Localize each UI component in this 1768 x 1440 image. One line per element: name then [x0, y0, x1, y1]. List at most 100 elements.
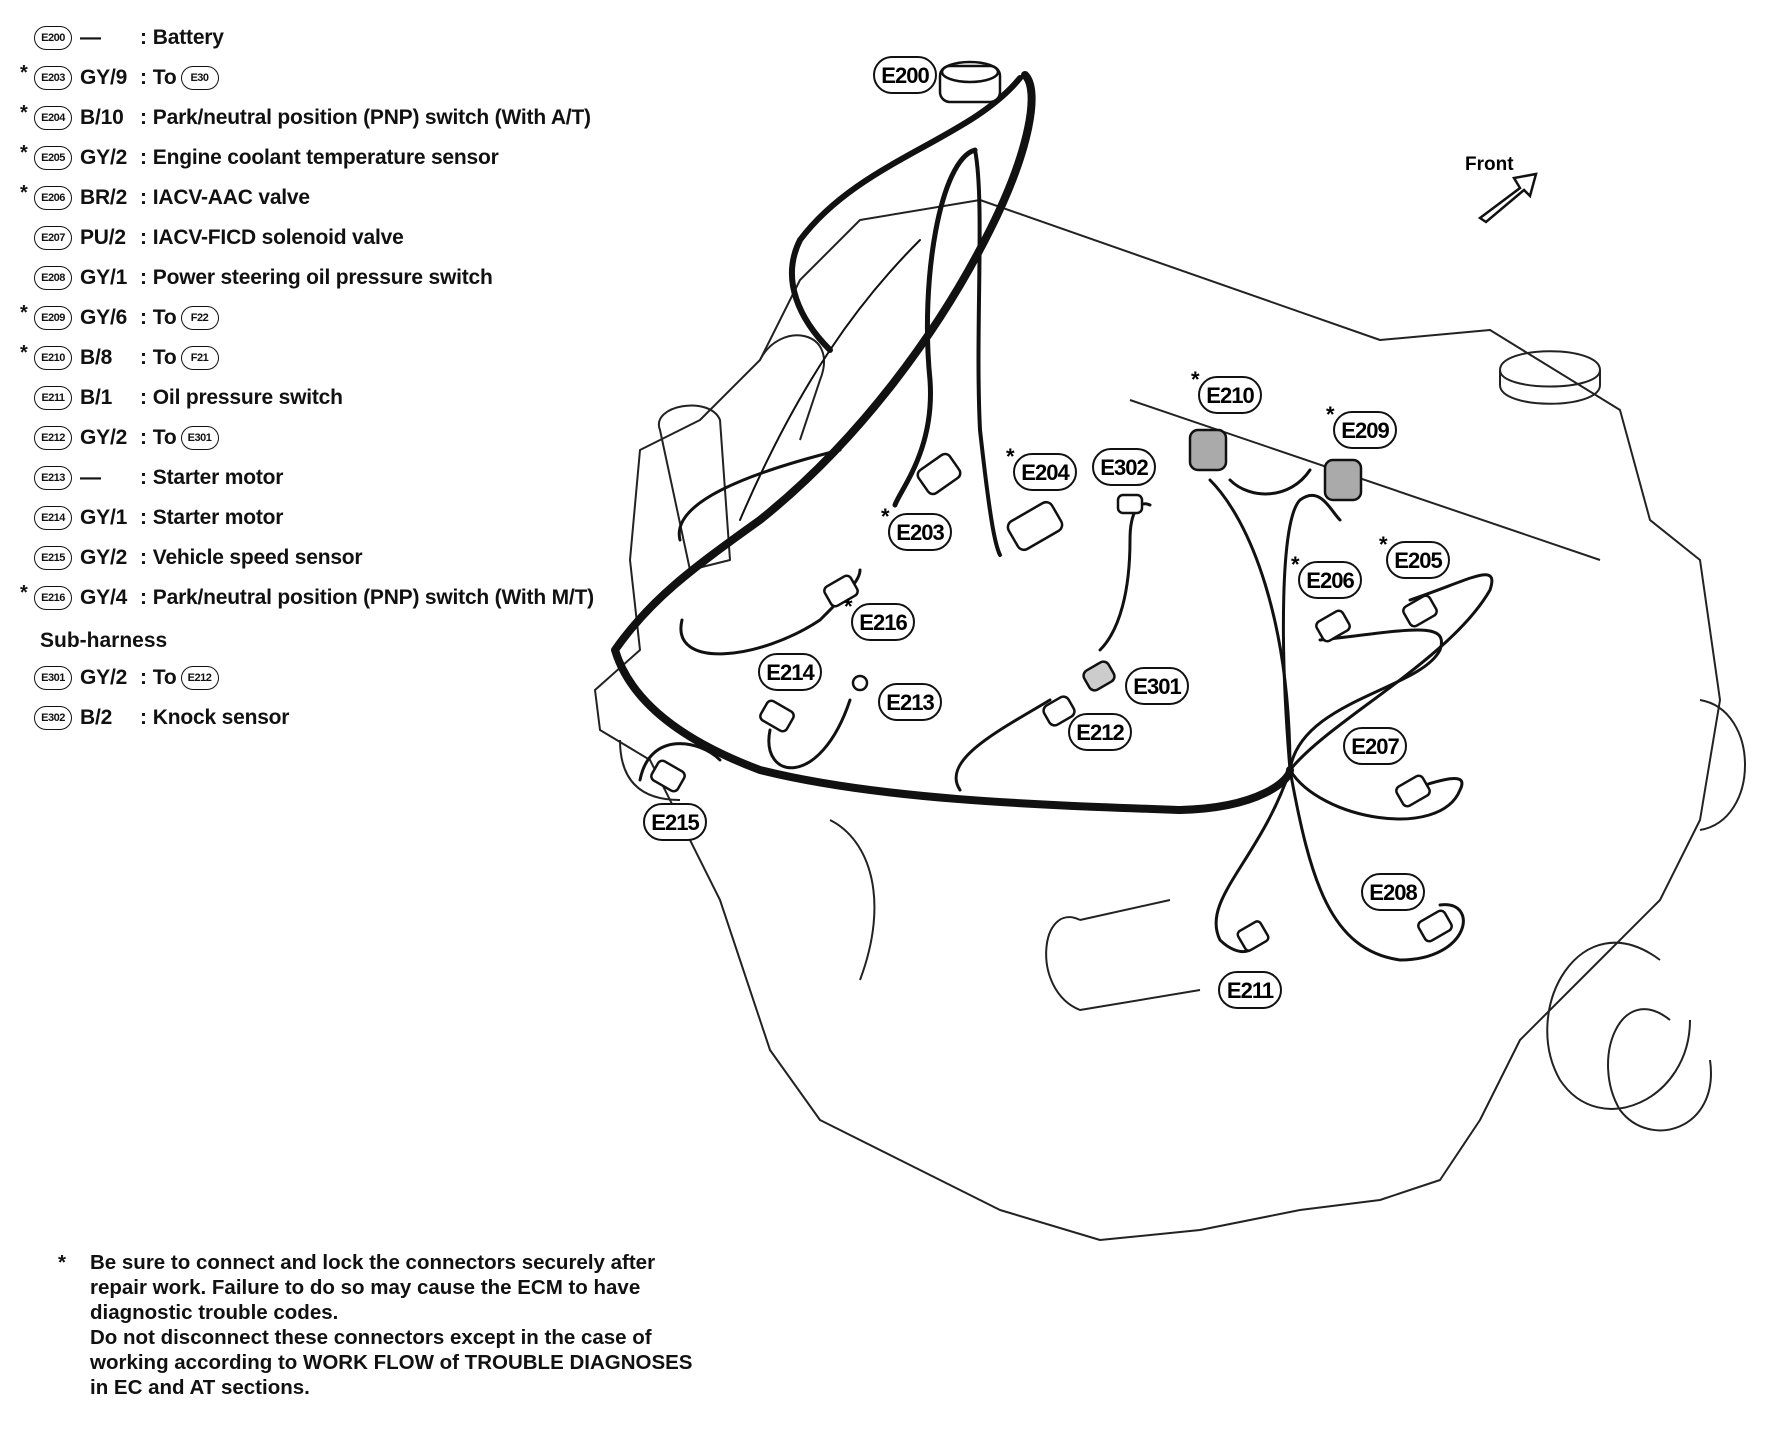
diagram-connector-label: E212	[1068, 713, 1132, 751]
legend-description: Starter motor	[152, 466, 284, 489]
wire-code: GY/6	[80, 306, 128, 329]
legend-description: Vehicle speed sensor	[152, 546, 363, 569]
wire-code: B/2	[80, 706, 113, 729]
connector-id: E209	[1341, 418, 1389, 443]
legend-description: To	[152, 666, 177, 689]
wire-code: B/8	[80, 346, 113, 369]
required-asterisk: *	[20, 142, 28, 164]
legend-description: IACV-FICD solenoid valve	[152, 226, 404, 249]
connector-e211-shape	[1236, 920, 1270, 952]
connector-tag: E211	[34, 386, 72, 410]
wire-code: GY/2	[80, 666, 128, 689]
diagram-connector-label: E203*	[881, 504, 952, 551]
connector-e208-shape	[1417, 909, 1453, 943]
separator-colon: :	[140, 386, 147, 409]
required-asterisk: *	[1191, 367, 1200, 392]
connector-tag: E208	[34, 266, 72, 290]
connector-e213-ring	[851, 674, 869, 692]
required-asterisk: *	[20, 342, 28, 364]
legend-row: E213—:Starter motor	[20, 458, 660, 498]
separator-colon: :	[140, 426, 147, 449]
label-pill	[1333, 411, 1397, 449]
connector-tag: E214	[34, 506, 72, 530]
diagram-connector-label: E205*	[1379, 532, 1450, 579]
separator-colon: :	[140, 546, 147, 569]
ref-connector-tag: E30	[180, 66, 219, 90]
connector-tag: E200	[34, 26, 72, 50]
required-asterisk: *	[881, 504, 890, 529]
connector-tag: E206	[34, 186, 72, 210]
legend-description: Park/neutral position (PNP) switch (With…	[152, 106, 591, 129]
label-pill	[878, 683, 942, 721]
connector-e206-shape	[1315, 609, 1351, 643]
separator-colon: :	[140, 306, 147, 329]
legend-row: E200—:Battery	[20, 18, 660, 58]
connector-tag: E216	[34, 586, 72, 610]
label-pill	[1092, 448, 1156, 486]
required-asterisk: *	[844, 594, 853, 619]
label-pill	[1068, 713, 1132, 751]
diagram-connector-label: E206*	[1291, 552, 1362, 599]
connector-tag: E204	[34, 106, 72, 130]
connector-tag: E213	[34, 466, 72, 490]
separator-colon: :	[140, 706, 147, 729]
required-asterisk: *	[20, 582, 28, 604]
required-asterisk: *	[20, 102, 28, 124]
legend-description: Knock sensor	[152, 706, 290, 729]
ref-connector-tag: F21	[180, 346, 219, 370]
legend-description: Power steering oil pressure switch	[152, 266, 493, 289]
connector-id: E205	[1394, 548, 1442, 573]
legend-description: To	[152, 306, 177, 329]
ref-connector-tag: E301	[180, 426, 219, 450]
label-pill	[1343, 727, 1407, 765]
connector-tag: E205	[34, 146, 72, 170]
note-line: Do not disconnect these connectors excep…	[90, 1326, 652, 1349]
connector-e207-shape	[1395, 774, 1431, 808]
label-pill	[758, 653, 822, 691]
ref-connector-tag: F22	[180, 306, 219, 330]
connector-id: E211	[1227, 978, 1274, 1003]
wire-code: B/10	[80, 106, 124, 129]
wire-code: GY/9	[80, 66, 128, 89]
connector-e216-shape	[823, 574, 859, 608]
separator-colon: :	[140, 66, 147, 89]
connector-e302-shape	[1116, 493, 1144, 515]
wire-code: B/1	[80, 386, 113, 409]
connector-e204-shape	[1006, 500, 1064, 552]
wire-code: PU/2	[80, 226, 126, 249]
label-pill	[1386, 541, 1450, 579]
diagram-connector-label: E213	[878, 683, 942, 721]
diagram-connector-label: E216*	[844, 594, 915, 641]
required-asterisk: *	[1006, 444, 1015, 469]
connector-id: E214	[766, 660, 815, 685]
connector-tag: E207	[34, 226, 72, 250]
connector-id: E210	[1206, 383, 1254, 408]
front-label: Front	[1465, 154, 1514, 175]
legend-description: To	[152, 346, 177, 369]
separator-colon: :	[140, 106, 147, 129]
label-pill	[851, 603, 915, 641]
subharness-heading: Sub-harness	[40, 629, 168, 652]
connector-id: E203	[896, 520, 944, 545]
label-pill	[1218, 971, 1282, 1009]
connector-e205-shape	[1402, 594, 1438, 628]
connector-tag: E301	[34, 666, 72, 690]
caution-note: * Be sure to connect and lock the connec…	[58, 1250, 758, 1400]
separator-colon: :	[140, 146, 147, 169]
required-asterisk: *	[20, 62, 28, 84]
required-asterisk: *	[1326, 402, 1335, 427]
connector-id: E206	[1306, 568, 1354, 593]
label-pill	[1298, 561, 1362, 599]
diagram-connector-label: E204*	[1006, 444, 1077, 491]
label-pill	[1125, 667, 1189, 705]
